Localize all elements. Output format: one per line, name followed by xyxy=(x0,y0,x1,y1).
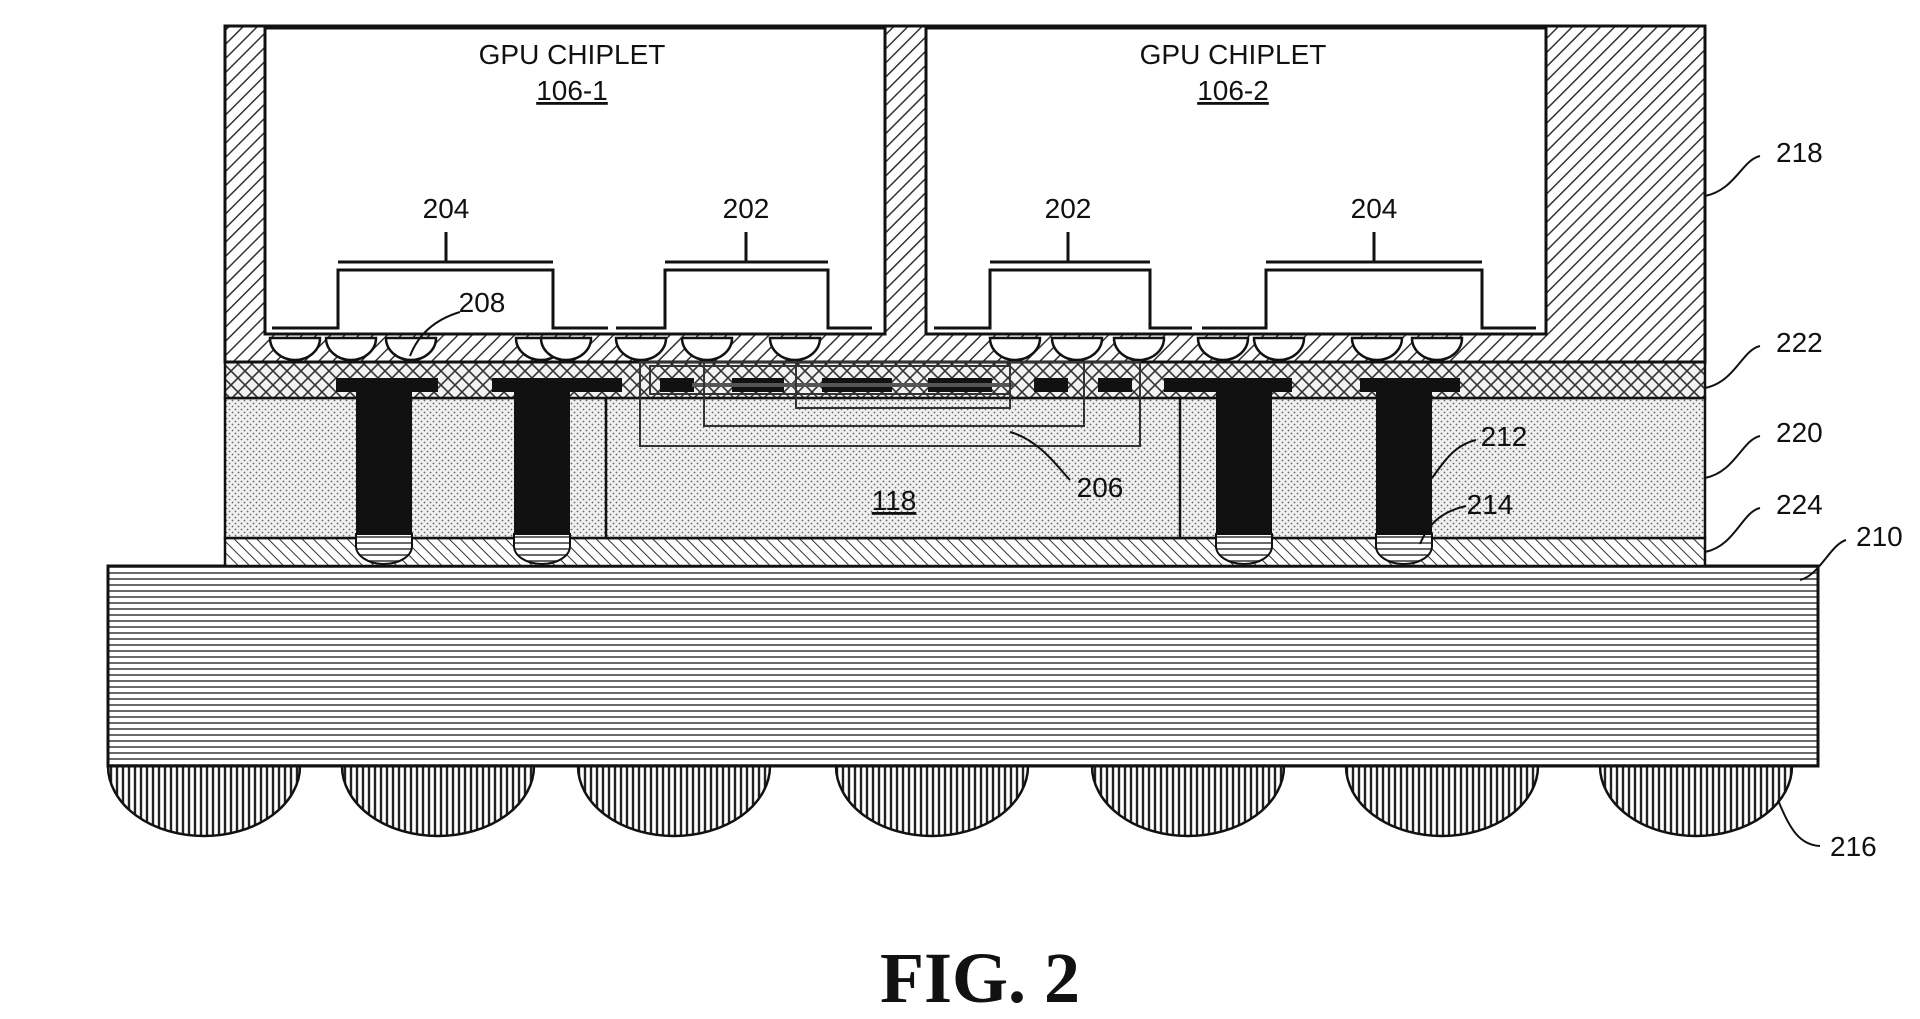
rdl-pad xyxy=(336,378,438,392)
solder-balls xyxy=(108,766,1792,836)
bridge-die xyxy=(606,398,1180,538)
label-118: 118 xyxy=(872,485,917,516)
label-214: 214 xyxy=(1467,489,1514,520)
rdl-pad xyxy=(492,378,622,392)
via-cap xyxy=(1216,534,1272,564)
chiplet-2-ref: 106-2 xyxy=(1197,75,1269,106)
rdl-pad xyxy=(660,378,694,392)
label-210: 210 xyxy=(1856,521,1903,552)
label-224: 224 xyxy=(1776,489,1823,520)
label-206: 206 xyxy=(1077,472,1124,503)
chiplet-1-ref: 106-1 xyxy=(536,75,608,106)
gpu-chiplet-1 xyxy=(265,28,885,334)
label-216: 216 xyxy=(1830,831,1877,862)
rdl-pad xyxy=(1360,378,1460,392)
rdl-pad xyxy=(1098,378,1132,392)
leader-220 xyxy=(1705,436,1760,478)
bond-layer xyxy=(225,538,1705,566)
chiplet-1-title: GPU CHIPLET xyxy=(479,39,666,70)
rdl-pad xyxy=(1034,378,1068,392)
gpu-chiplet-2 xyxy=(926,28,1546,334)
label-220: 220 xyxy=(1776,417,1823,448)
rdl-trace xyxy=(692,383,1014,387)
solder-ball xyxy=(1092,766,1284,836)
leader-218 xyxy=(1705,156,1760,196)
label-204-left: 204 xyxy=(423,193,470,224)
figure-caption: FIG. 2 xyxy=(880,938,1080,1018)
via-cap xyxy=(356,534,412,564)
package-substrate xyxy=(108,566,1818,766)
label-204-right: 204 xyxy=(1351,193,1398,224)
solder-ball xyxy=(1600,766,1792,836)
through-via xyxy=(514,392,570,534)
label-218: 218 xyxy=(1776,137,1823,168)
solder-ball xyxy=(578,766,770,836)
label-212: 212 xyxy=(1481,421,1528,452)
through-via xyxy=(356,392,412,534)
label-208: 208 xyxy=(459,287,506,318)
via-cap xyxy=(514,534,570,564)
solder-ball xyxy=(342,766,534,836)
rdl-pad xyxy=(1164,378,1292,392)
through-via xyxy=(1376,392,1432,534)
solder-ball xyxy=(836,766,1028,836)
leader-216 xyxy=(1778,800,1820,846)
label-202-right: 202 xyxy=(1045,193,1092,224)
chiplet-2-title: GPU CHIPLET xyxy=(1140,39,1327,70)
solder-ball xyxy=(1346,766,1538,836)
leader-224 xyxy=(1705,508,1760,552)
leader-222 xyxy=(1705,346,1760,388)
label-202-left: 202 xyxy=(723,193,770,224)
solder-ball xyxy=(108,766,300,836)
label-222: 222 xyxy=(1776,327,1823,358)
through-via xyxy=(1216,392,1272,534)
